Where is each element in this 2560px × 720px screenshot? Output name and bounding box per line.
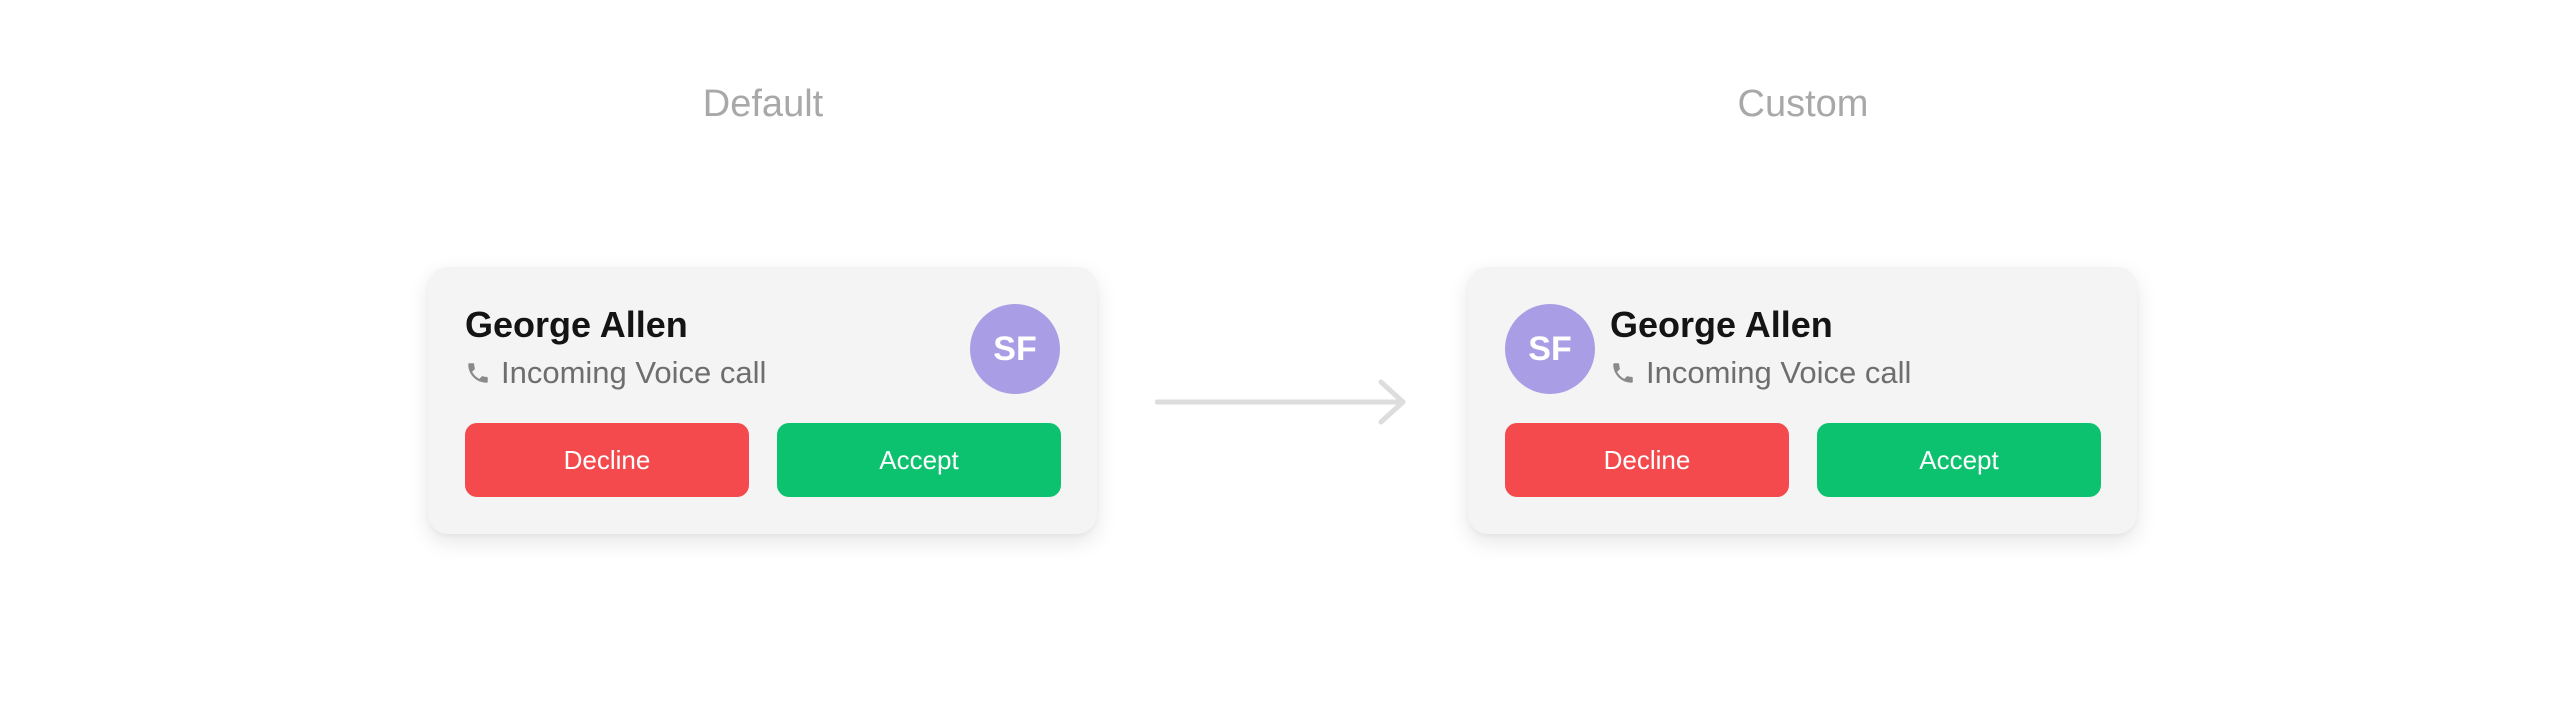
call-type-row: Incoming Voice call <box>1610 353 1911 393</box>
custom-section-title: Custom <box>1737 83 1869 125</box>
call-type-label: Incoming Voice call <box>501 355 767 390</box>
arrow-right-icon <box>1155 379 1406 425</box>
call-type-row: Incoming Voice call <box>465 353 766 393</box>
decline-button[interactable]: Decline <box>465 423 749 497</box>
custom-incoming-call-card: SF George Allen Incoming Voice call Decl… <box>1468 267 2137 534</box>
avatar: SF <box>1505 304 1595 394</box>
avatar: SF <box>970 304 1060 394</box>
phone-icon <box>468 363 488 383</box>
default-incoming-call-card: George Allen Incoming Voice call SF Decl… <box>428 267 1097 534</box>
phone-icon <box>1613 363 1633 383</box>
default-section-title: Default <box>702 83 824 125</box>
decline-button[interactable]: Decline <box>1505 423 1789 497</box>
call-type-label: Incoming Voice call <box>1646 355 1912 390</box>
caller-name: George Allen <box>465 304 688 345</box>
accept-button[interactable]: Accept <box>1817 423 2101 497</box>
accept-button[interactable]: Accept <box>777 423 1061 497</box>
caller-name: George Allen <box>1610 304 1833 345</box>
